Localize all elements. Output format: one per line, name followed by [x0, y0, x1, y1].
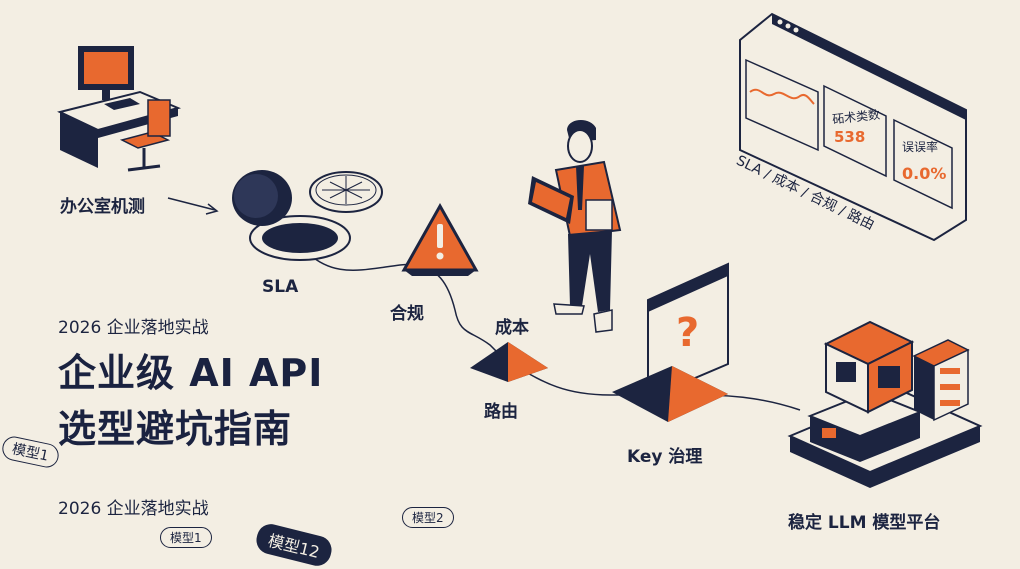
- key-governance-label: Key 治理: [627, 447, 703, 467]
- tag-model-1b: 模型1: [160, 527, 212, 548]
- office-arrow-head: [205, 203, 219, 215]
- office-label: 办公室机测: [60, 197, 145, 217]
- platform-label: 稳定 LLM 模型平台: [788, 513, 941, 533]
- person-illustration: [528, 119, 622, 333]
- metric2-label: 误误率: [902, 140, 939, 154]
- cost-label: 成本: [495, 318, 529, 338]
- svg-text:?: ?: [676, 310, 699, 356]
- metric1-value: 538: [834, 128, 866, 146]
- server-platform-illustration: [787, 320, 983, 488]
- routing-pyramid-illustration: [470, 342, 548, 382]
- key-governance-illustration: ?: [612, 262, 729, 422]
- office-arrow: [167, 197, 216, 211]
- routing-label: 路由: [484, 402, 518, 422]
- office-desk-illustration: [57, 46, 182, 172]
- subtitle-bottom: 2026 企业落地实战: [58, 499, 209, 519]
- warning-triangle-illustration: [401, 202, 479, 276]
- sla-label: SLA: [262, 277, 299, 297]
- metric2-value: 0.0%: [902, 164, 947, 183]
- title-line1: 企业级 AI API: [58, 351, 324, 395]
- compliance-label: 合规: [390, 304, 424, 324]
- open-manhole-illustration: [232, 170, 383, 261]
- subtitle-top: 2026 企业落地实战: [58, 318, 209, 338]
- tag-model-2: 模型2: [402, 507, 454, 528]
- dashboard-window: [739, 12, 967, 242]
- title-line2: 选型避坑指南: [58, 407, 293, 451]
